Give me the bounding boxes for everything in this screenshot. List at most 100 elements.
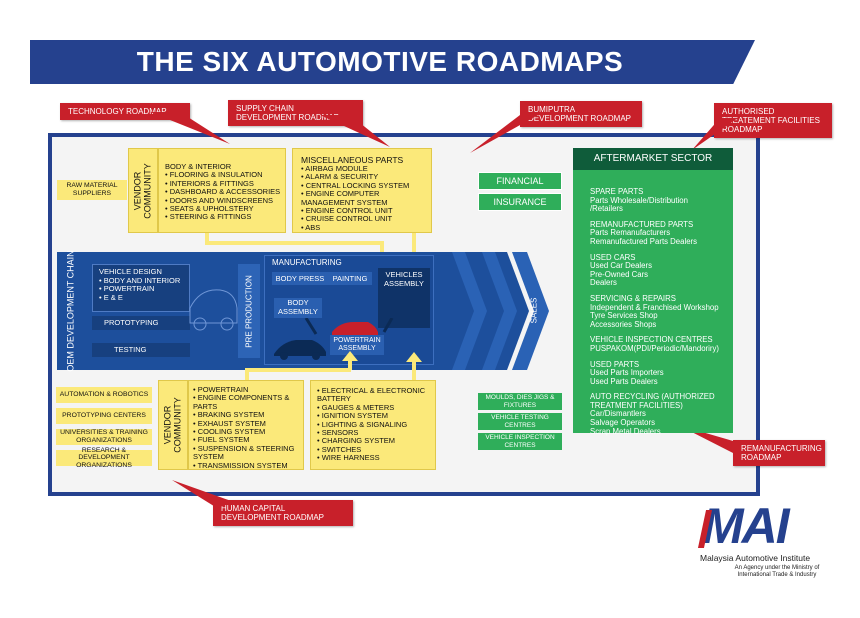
- design-item: E & E: [99, 293, 183, 303]
- aftermarket-section: SPARE PARTS Parts Wholesale/Distribution…: [590, 187, 732, 214]
- section-head: USED PARTS: [590, 359, 640, 369]
- electrical-item: SENSORS: [317, 428, 432, 437]
- section-head: AUTO RECYCLING (AUTHORIZED TREATMENT FAC…: [590, 392, 715, 410]
- page-title: THE SIX AUTOMOTIVE ROADMAPS: [136, 46, 624, 77]
- vendor-top-item: BODY & INTERIOR: [165, 162, 232, 171]
- vehicle-testing-box: VEHICLE TESTING CENTRES: [478, 413, 562, 430]
- oem-chain-label: OEM DEVELOPMENT CHAIN: [66, 250, 77, 372]
- electrical-item: ELECTRICAL & ELECTRONIC BATTERY: [317, 386, 432, 404]
- section-head: SERVICING & REPAIRS: [590, 293, 676, 303]
- section-line: Remanufactured Parts Dealers: [590, 236, 698, 246]
- tag-human-capital-pointer: [172, 480, 234, 508]
- electrical-item: IGNITION SYSTEM: [317, 411, 432, 420]
- section-line: Salvage Operators: [590, 418, 656, 428]
- vendor-bottom-item: ENGINE COMPONENTS & PARTS: [193, 394, 300, 411]
- vendor-bottom-item: FUEL SYSTEM: [193, 436, 300, 445]
- support-research: RESEARCH & DEVELOPMENT ORGANIZATIONS: [56, 447, 152, 469]
- vendor-top-item: DASHBOARD & ACCESSORIES: [165, 187, 281, 196]
- vendor-top-item: DOORS AND WINDSCREENS: [165, 196, 281, 205]
- design-item: POWERTRAIN: [99, 284, 183, 294]
- vendor-bottom-item: TRANSMISSION SYSTEM: [193, 461, 300, 470]
- connector-line: [245, 368, 351, 372]
- aftermarket-panel: [573, 148, 733, 433]
- financial-box: FINANCIAL: [478, 172, 562, 190]
- arrow-up-icon: [406, 352, 422, 362]
- section-line: Used Parts Importers: [590, 368, 664, 378]
- raw-material-suppliers: RAW MATERIAL SUPPLIERS: [57, 180, 127, 200]
- misc-part-item: CENTRAL LOCKING SYSTEM: [301, 181, 427, 190]
- aftermarket-section: REMANUFACTURED PARTS Parts Remanufacture…: [590, 219, 732, 247]
- vendor-top-list: BODY & INTERIOR FLOORING & INSULATION IN…: [158, 148, 286, 233]
- electrical-item: SWITCHES: [317, 445, 432, 454]
- section-line: Scrap Metal Dealers: [590, 426, 661, 436]
- tag-bumiputra-pointer: [470, 115, 538, 153]
- aftermarket-section: VEHICLE INSPECTION CENTRES PUSPAKOM(PDI/…: [590, 336, 732, 353]
- support-universities: UNIVERSITIES & TRAINING ORGANIZATIONS: [56, 429, 152, 445]
- body-assembly-step: BODY ASSEMBLY: [274, 298, 322, 318]
- connector-line: [412, 358, 416, 380]
- section-line: Independent & Franchised Workshop: [590, 302, 719, 312]
- vehicle-design-box: VEHICLE DESIGN BODY AND INTERIOR POWERTR…: [92, 264, 190, 312]
- section-line: Accessories Shops: [590, 319, 657, 329]
- vendor-top-item: SEATS & UPHOLSTERY: [165, 204, 281, 213]
- section-head: SPARE PARTS: [590, 187, 644, 196]
- section-line: Car/Dismantlers: [590, 409, 646, 419]
- vehicle-design-title: VEHICLE DESIGN: [99, 267, 162, 276]
- electrical-item: GAUGES & METERS: [317, 403, 432, 412]
- section-line: PUSPAKOM(PDI/Periodic/Mandoriry): [590, 343, 719, 353]
- aftermarket-section: USED PARTS Used Parts Importers Used Par…: [590, 359, 732, 387]
- support-automation: AUTOMATION & ROBOTICS: [56, 387, 152, 403]
- manufacturing-label: MANUFACTURING: [272, 258, 342, 267]
- moulds-dies-box: MOULDS, DIES JIGS & FIXTURES: [478, 393, 562, 410]
- connector-line: [205, 233, 209, 245]
- vendor-top-item: INTERIORS & FITTINGS: [165, 179, 281, 188]
- vendor-bottom-item: SUSPENSION & STEERING SYSTEM: [193, 444, 300, 462]
- tag-technology-pointer: [150, 112, 230, 144]
- aftermarket-list: SPARE PARTS Parts Wholesale/Distribution…: [590, 187, 732, 443]
- body-press-step: BODY PRESS: [272, 272, 328, 285]
- aftermarket-section: SERVICING & REPAIRS Independent & Franch…: [590, 293, 732, 329]
- misc-part-item: AIRBAG MODULE: [301, 164, 427, 173]
- section-line: Pre-Owned Cars: [590, 269, 649, 279]
- testing-step: TESTING: [92, 343, 190, 357]
- section-line: Parts Remanufacturers: [590, 228, 671, 238]
- misc-part-item: ABS: [301, 223, 427, 232]
- electrical-box: ELECTRICAL & ELECTRONIC BATTERY GAUGES &…: [310, 380, 436, 470]
- vendor-bottom-item: COOLING SYSTEM: [193, 427, 300, 436]
- tag-human-capital-roadmap: HUMAN CAPITAL DEVELOPMENT ROADMAP: [213, 500, 353, 526]
- design-item: BODY AND INTERIOR: [99, 276, 183, 286]
- vendor-bottom-list: POWERTRAIN ENGINE COMPONENTS & PARTS BRA…: [188, 380, 304, 470]
- mai-logo: MAI: [702, 498, 790, 554]
- misc-part-item: ENGINE CONTROL UNIT: [301, 206, 427, 215]
- mai-agency-line2: International Trade & Industry: [737, 572, 817, 578]
- section-line: Parts Wholesale/Distribution: [590, 195, 688, 205]
- section-line: Used Parts Dealers: [590, 376, 658, 386]
- title-banner: [30, 40, 755, 84]
- misc-parts-box: MISCELLANEOUS PARTS AIRBAG MODULE ALARM …: [292, 148, 432, 233]
- connector-line: [380, 241, 384, 259]
- connector-line: [245, 370, 249, 380]
- section-line: Dealers: [590, 278, 617, 288]
- mai-agency-line1: An Agency under the Ministry of: [734, 565, 820, 571]
- section-head: USED CARS: [590, 252, 636, 262]
- vendor-top-item: FLOORING & INSULATION: [165, 170, 281, 179]
- connector-line: [205, 241, 383, 245]
- section-line: /Retailers: [590, 204, 623, 214]
- aftermarket-title: AFTERMARKET SECTOR: [573, 148, 733, 170]
- section-head: REMANUFACTURED PARTS: [590, 219, 694, 229]
- connector-line: [412, 233, 416, 259]
- support-prototyping-centers: PROTOTYPING CENTERS: [56, 408, 152, 424]
- vendor-bottom-item: EXHAUST SYSTEM: [193, 419, 300, 428]
- vehicle-inspection-box: VEHICLE INSPECTION CENTRES: [478, 433, 562, 450]
- painting-step: PAINTING: [328, 272, 372, 285]
- section-line: Used Car Dealers: [590, 261, 652, 271]
- aftermarket-section: AUTO RECYCLING (AUTHORIZED TREATMENT FAC…: [590, 392, 732, 436]
- tag-bumiputra-roadmap: BUMIPUTRA DEVELOPMENT ROADMAP: [520, 101, 642, 127]
- aftermarket-section: USED CARS Used Car Dealers Pre-Owned Car…: [590, 252, 732, 288]
- pre-production-step: PRE PRODUCTION: [238, 264, 260, 358]
- section-head: VEHICLE INSPECTION CENTRES: [590, 335, 713, 345]
- vendor-bottom-item: BRAKING SYSTEM: [193, 410, 300, 419]
- electrical-item: CHARGING SYSTEM: [317, 437, 432, 446]
- connector-line: [348, 356, 352, 370]
- vendor-community-bottom-label: VENDOR COMMUNITY: [158, 380, 188, 470]
